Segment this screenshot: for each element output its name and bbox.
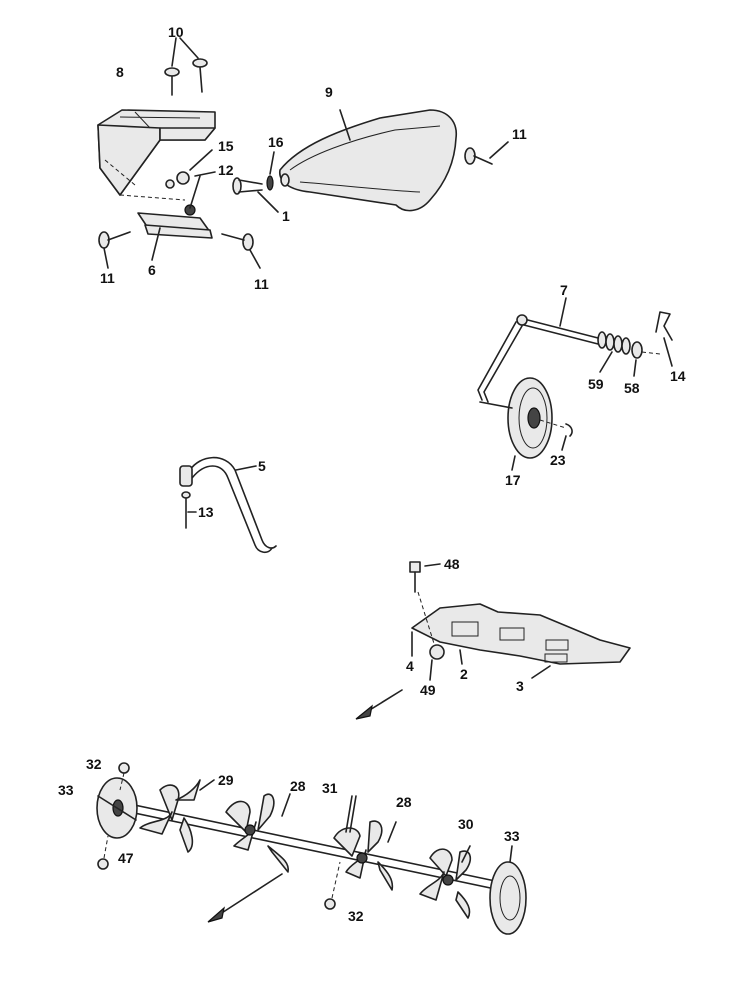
wheel-part-17 — [479, 377, 553, 471]
tines-part-28-right — [333, 820, 397, 891]
tines-part-28-left — [225, 793, 291, 873]
belt-cover-part — [279, 109, 457, 212]
pin-part-14 — [641, 311, 673, 367]
callout-29: 29 — [218, 772, 234, 788]
handle-part-5 — [179, 456, 277, 554]
callout-11: 11 — [100, 270, 115, 286]
callout-14: 14 — [670, 368, 686, 384]
callout-5: 5 — [258, 458, 266, 474]
callout-1: 1 — [282, 208, 290, 224]
washer-part-58 — [631, 341, 643, 377]
callout-32: 32 — [348, 908, 364, 924]
callout-30: 30 — [458, 816, 474, 832]
callout-9: 9 — [325, 84, 333, 100]
bolt-part-48 — [409, 561, 441, 651]
callout-58: 58 — [624, 380, 640, 396]
nut-part-49 — [429, 644, 445, 681]
bolt-part-11-cover — [464, 141, 509, 165]
callout-3: 3 — [516, 678, 524, 694]
callout-59: 59 — [588, 376, 604, 392]
shield-plate-part — [411, 603, 631, 679]
bolt-part-11-left — [98, 231, 131, 269]
clip-part-23 — [539, 419, 573, 451]
callout-8: 8 — [116, 64, 124, 80]
callout-28: 28 — [290, 778, 306, 794]
callout-33: 33 — [504, 828, 520, 844]
arrow-icon — [355, 689, 403, 720]
callout-2: 2 — [460, 666, 468, 682]
callout-11: 11 — [254, 276, 269, 292]
nut-washer-parts — [165, 149, 216, 209]
callout-13: 13 — [198, 504, 214, 520]
callout-12: 12 — [218, 162, 234, 178]
callout-17: 17 — [505, 472, 521, 488]
callout-6: 6 — [148, 262, 156, 278]
callout-11: 11 — [512, 126, 527, 142]
callout-16: 16 — [268, 134, 284, 150]
callout-49: 49 — [420, 682, 436, 698]
spring-part-59 — [597, 331, 631, 373]
tines-part-29 — [139, 779, 215, 853]
bar-part-6 — [137, 204, 213, 261]
arrow-icon — [207, 873, 283, 923]
callout-4: 4 — [406, 658, 414, 674]
callout-28: 28 — [396, 794, 412, 810]
wheel-bracket-part — [477, 297, 599, 403]
disc-part-33-right — [489, 845, 527, 935]
callout-32: 32 — [86, 756, 102, 772]
callout-15: 15 — [218, 138, 234, 154]
bolt-part-11-right — [221, 233, 261, 269]
callout-33: 33 — [58, 782, 74, 798]
bolt-part-13 — [181, 491, 197, 529]
callout-48: 48 — [444, 556, 460, 572]
bolt-part-32-left — [118, 762, 130, 791]
pin-part-1 — [232, 177, 279, 213]
callout-10: 10 — [168, 24, 184, 40]
callout-31: 31 — [322, 780, 338, 796]
tines-part-30 — [419, 845, 472, 919]
callout-23: 23 — [550, 452, 566, 468]
bracket-box-part — [97, 109, 216, 201]
disc-part-33-left — [96, 777, 138, 839]
nut-part-47 — [97, 835, 109, 870]
bolt-part-10 — [164, 37, 208, 96]
bolt-part-32-right — [324, 861, 341, 910]
washer-part-16 — [266, 151, 275, 191]
callout-7: 7 — [560, 282, 568, 298]
bolt-part-31 — [345, 795, 357, 833]
callout-47: 47 — [118, 850, 134, 866]
